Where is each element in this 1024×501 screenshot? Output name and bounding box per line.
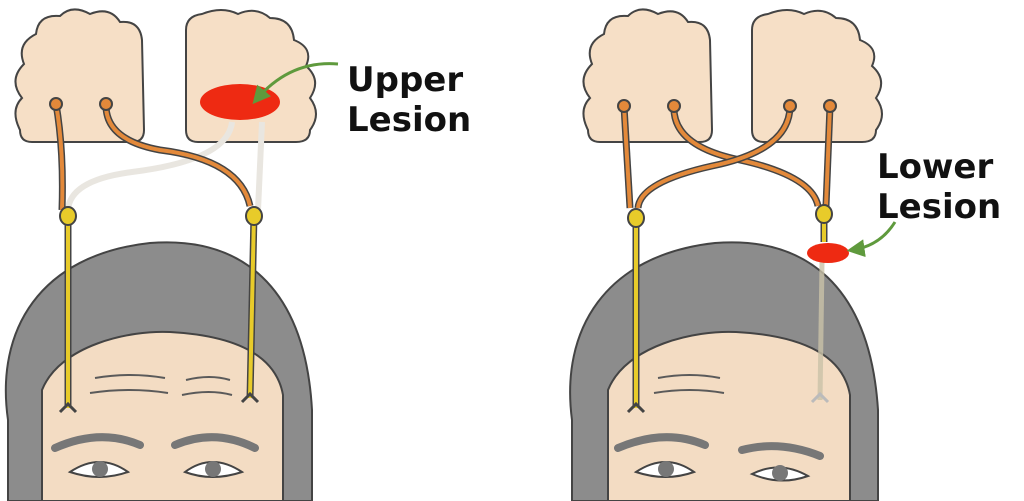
forehead-wrinkle xyxy=(89,389,169,394)
lower-motor-neuron xyxy=(248,213,256,399)
iris-right xyxy=(772,465,788,481)
eyebrow-right xyxy=(171,433,259,452)
neuron-soma xyxy=(667,99,681,113)
nerve-ending xyxy=(58,401,78,414)
label-line: Lower xyxy=(877,147,994,187)
label-upper-lesion: Upper Lesion xyxy=(347,60,471,140)
label-line: Lesion xyxy=(347,100,472,140)
eyebrow-left xyxy=(51,433,144,452)
neuron-soma xyxy=(49,97,63,111)
head-illustration-right xyxy=(569,241,879,501)
faded-pathway xyxy=(817,261,825,401)
eyebrow-left xyxy=(614,433,709,452)
forehead-wrinkle xyxy=(94,374,166,379)
pointer-arrow xyxy=(846,221,897,258)
brain-hemisphere-left xyxy=(582,8,714,143)
nerve-ending xyxy=(626,401,646,414)
neuron-soma xyxy=(617,99,631,113)
neuron-soma xyxy=(783,99,797,113)
iris-left xyxy=(92,461,108,477)
head-illustration-left xyxy=(4,241,313,501)
neuron-soma xyxy=(99,97,113,111)
forehead-wrinkle xyxy=(657,374,721,379)
upper-motor-neuron xyxy=(636,105,792,209)
face xyxy=(607,330,851,501)
nucleus xyxy=(245,206,263,226)
nucleus xyxy=(59,206,77,226)
faded-pathway xyxy=(255,121,265,211)
neuron-soma xyxy=(823,99,837,113)
brain-hemisphere-right xyxy=(751,9,883,143)
nerve-ending-faded xyxy=(810,391,830,404)
brain-hemisphere-right xyxy=(185,9,317,143)
forehead-wrinkle xyxy=(185,376,231,381)
faded-pathway xyxy=(65,121,235,211)
face xyxy=(41,330,284,501)
label-line: Lesion xyxy=(877,187,1002,227)
nerve-ending xyxy=(240,391,260,404)
label-line: Upper xyxy=(347,60,464,100)
forehead-wrinkle xyxy=(653,389,725,394)
lesion-marker-lower xyxy=(807,243,849,263)
label-lower-lesion: Lower Lesion xyxy=(877,147,1001,227)
eyebrow-right xyxy=(738,442,824,460)
nucleus xyxy=(627,208,645,228)
upper-motor-neuron xyxy=(824,105,832,207)
brain-hemisphere-left xyxy=(14,8,146,143)
upper-motor-neuron xyxy=(103,103,252,207)
nucleus xyxy=(815,204,833,224)
iris-left xyxy=(658,461,674,477)
panel-upper-lesion xyxy=(4,8,339,501)
upper-motor-neuron xyxy=(622,105,632,209)
forehead-wrinkle xyxy=(181,391,233,396)
panel-lower-lesion xyxy=(569,8,897,501)
iris-right xyxy=(205,461,221,477)
upper-motor-neuron xyxy=(54,103,65,211)
pointer-arrow xyxy=(252,62,339,105)
